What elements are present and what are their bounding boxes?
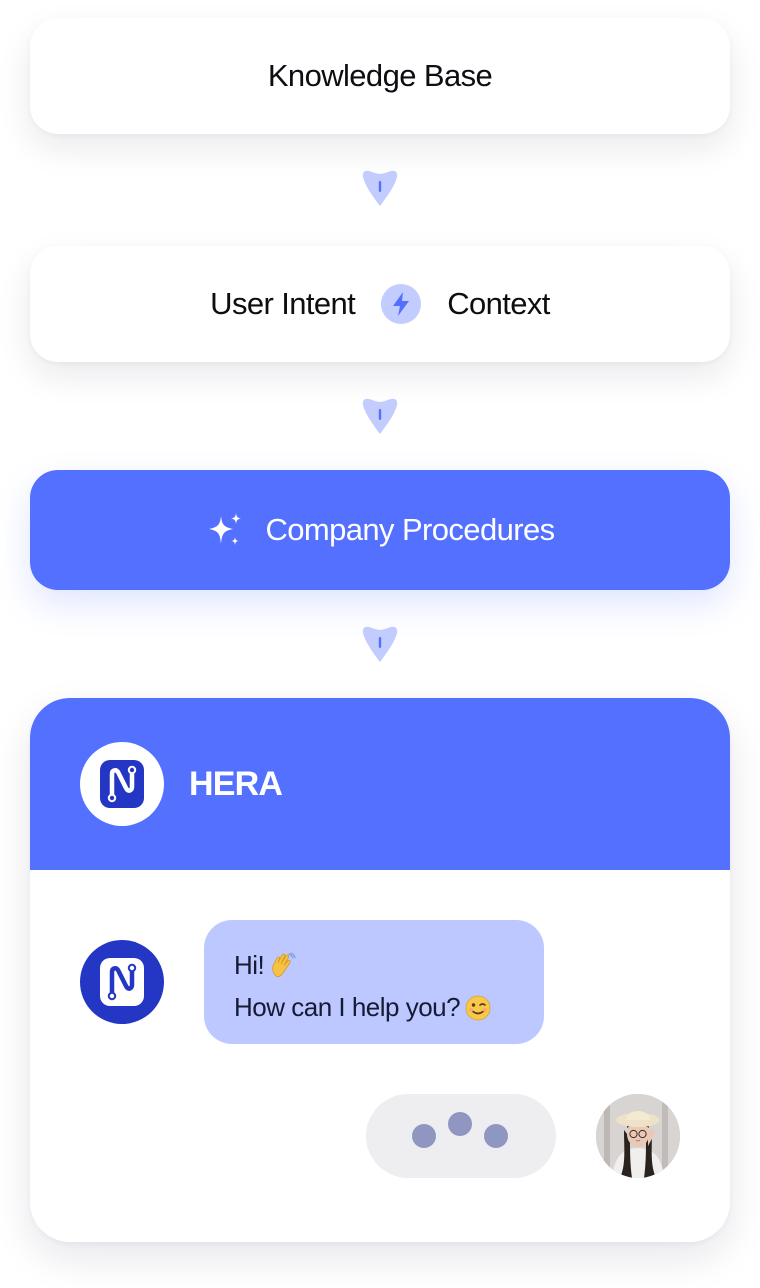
hera-logo-icon	[80, 742, 164, 826]
intent-context-card: User Intent Context	[30, 246, 730, 362]
bot-message-bubble: Hi! How can I help you?	[204, 920, 544, 1044]
user-intent-label: User Intent	[210, 286, 356, 321]
typing-dot	[484, 1124, 508, 1148]
bot-name: HERA	[189, 764, 283, 803]
typing-indicator	[366, 1094, 556, 1178]
typing-dot	[448, 1112, 472, 1136]
winking-face-emoji-icon	[465, 995, 491, 1021]
context-label: Context	[447, 286, 550, 321]
sparkle-icon	[209, 513, 242, 545]
chevron-down-arrow-icon	[362, 170, 398, 206]
waving-hand-emoji-icon	[272, 952, 296, 978]
knowledge-base-card: Knowledge Base	[30, 18, 730, 134]
hera-logo-icon	[80, 940, 164, 1024]
typing-dot	[412, 1124, 436, 1148]
message-question: How can I help you?	[234, 992, 461, 1022]
chat-widget: HERA Hi! How can I help you?	[30, 698, 730, 1242]
chevron-down-arrow-icon	[362, 398, 398, 434]
company-procedures-label: Company Procedures	[265, 512, 555, 547]
chat-header: HERA	[30, 698, 730, 870]
knowledge-base-label: Knowledge Base	[267, 58, 493, 93]
lightning-bolt-icon	[381, 284, 422, 324]
user-avatar	[596, 1094, 680, 1178]
message-greeting: Hi!	[234, 950, 265, 980]
company-procedures-card: Company Procedures	[30, 470, 730, 590]
chevron-down-arrow-icon	[362, 626, 398, 662]
